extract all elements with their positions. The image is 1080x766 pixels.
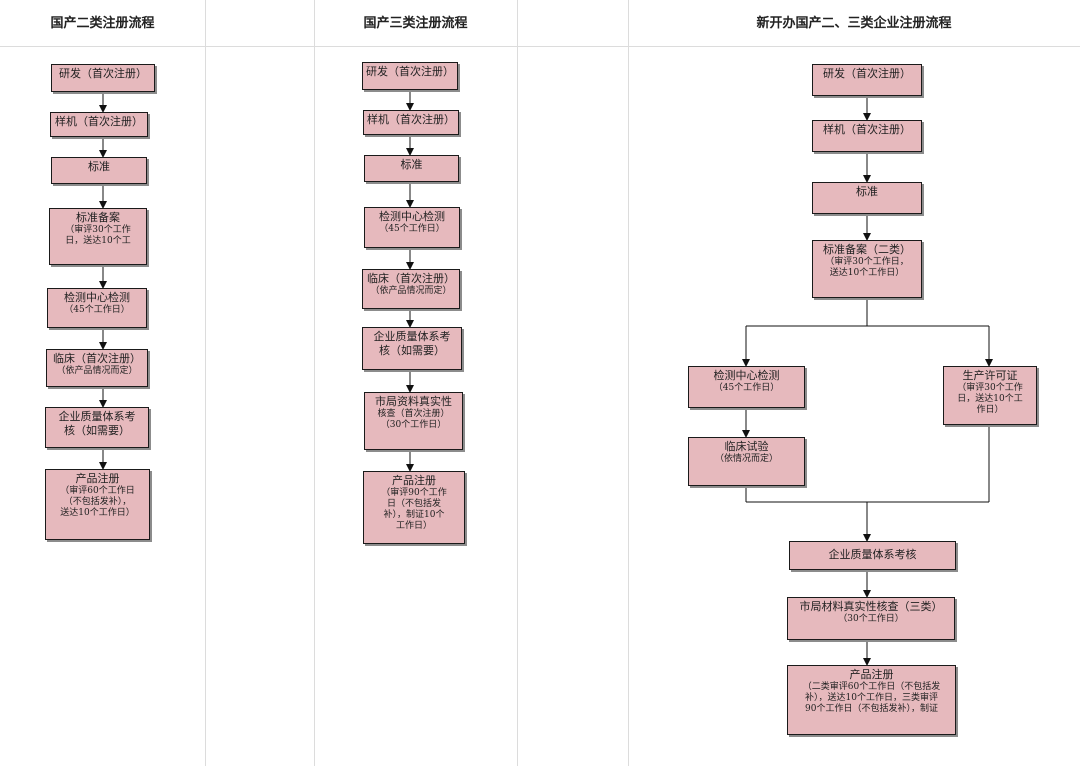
column-divider bbox=[628, 0, 629, 766]
step-title: 研发（首次注册） bbox=[59, 67, 147, 80]
step-title: 生产许可证 bbox=[962, 369, 1018, 382]
step-title: 样机（首次注册） bbox=[823, 123, 911, 136]
step-box: 生产许可证 （审评30个工作 日，送达10个工 作日） bbox=[943, 366, 1037, 425]
step-box: 样机（首次注册） bbox=[50, 112, 148, 137]
step-box: 企业质量体系考 核（如需要） bbox=[362, 327, 462, 370]
step-title: 产品注册 bbox=[849, 668, 894, 681]
step-title: 标准 bbox=[88, 160, 110, 173]
step-title: 临床（首次注册） bbox=[367, 272, 455, 285]
header-divider bbox=[0, 46, 1080, 47]
step-box: 产品注册 （审评60个工作日 （不包括发补）， 送达10个工作日） bbox=[45, 469, 150, 540]
step-title: 标准备案（二类） bbox=[823, 243, 911, 256]
step-detail: （依产品情况而定） bbox=[370, 286, 452, 296]
step-box: 标准备案（二类） （审评30个工作日， 送达10个工作日） bbox=[812, 240, 922, 298]
step-detail: （依情况而定） bbox=[714, 454, 778, 464]
step-title: 样机（首次注册） bbox=[55, 115, 143, 128]
column-divider bbox=[517, 0, 518, 766]
step-detail: （依产品情况而定） bbox=[56, 366, 138, 376]
step-box: 研发（首次注册） bbox=[812, 64, 922, 96]
step-box: 产品注册 （审评90个工作 日（不包括发 补），制证10个 工作日） bbox=[363, 471, 465, 544]
step-detail: （审评90个工作 日（不包括发 补），制证10个 工作日） bbox=[381, 488, 447, 531]
step-title: 临床试验 bbox=[724, 440, 769, 453]
column-divider bbox=[205, 0, 206, 766]
step-box: 产品注册 （二类审评60个工作日（不包括发 补），送达10个工作日，三类审评 9… bbox=[787, 665, 956, 735]
step-detail: 核查（首次注册） （30个工作日） bbox=[377, 409, 450, 430]
step-detail: （二类审评60个工作日（不包括发 补），送达10个工作日，三类审评 90个工作日… bbox=[802, 682, 941, 714]
step-box: 样机（首次注册） bbox=[812, 120, 922, 152]
step-title: 研发（首次注册） bbox=[366, 65, 454, 78]
step-box: 标准 bbox=[51, 157, 147, 184]
column-title-domestic-class2: 国产二类注册流程 bbox=[50, 16, 155, 31]
step-title: 标准备案 bbox=[76, 211, 120, 224]
step-detail: （45个工作日） bbox=[713, 383, 780, 393]
step-title: 产品注册 bbox=[392, 474, 436, 487]
step-detail: （审评60个工作日 （不包括发补）， 送达10个工作日） bbox=[60, 486, 135, 518]
step-box: 临床（首次注册） （依产品情况而定） bbox=[362, 269, 460, 309]
step-title: 标准 bbox=[856, 185, 878, 198]
step-box: 市局材料真实性核查（三类） （30个工作日） bbox=[787, 597, 955, 640]
step-box: 企业质量体系考 核（如需要） bbox=[45, 407, 149, 448]
step-box: 临床（首次注册） （依产品情况而定） bbox=[46, 349, 148, 387]
step-title: 检测中心检测 bbox=[379, 210, 445, 223]
column-title-new-enterprise: 新开办国产二、三类企业注册流程 bbox=[756, 16, 952, 31]
step-title: 研发（首次注册） bbox=[823, 67, 911, 80]
step-box: 研发（首次注册） bbox=[362, 62, 458, 90]
step-title: 市局资料真实性 bbox=[375, 395, 452, 408]
step-detail: （审评30个工作 日，送达10个工 bbox=[65, 225, 131, 246]
column-title-domestic-class3: 国产三类注册流程 bbox=[363, 16, 468, 31]
step-box: 样机（首次注册） bbox=[363, 110, 459, 135]
column-divider bbox=[314, 0, 315, 766]
step-box: 市局资料真实性 核查（首次注册） （30个工作日） bbox=[364, 392, 463, 450]
step-box: 标准 bbox=[364, 155, 459, 182]
step-title: 检测中心检测 bbox=[713, 369, 780, 382]
step-box: 临床试验 （依情况而定） bbox=[688, 437, 805, 486]
step-box: 标准备案 （审评30个工作 日，送达10个工 bbox=[49, 208, 147, 265]
step-title: 标准 bbox=[400, 158, 423, 171]
step-detail: （45个工作日） bbox=[379, 224, 445, 234]
step-box: 检测中心检测 （45个工作日） bbox=[364, 207, 460, 248]
step-title: 企业质量体系考 bbox=[373, 330, 451, 343]
step-box: 检测中心检测 （45个工作日） bbox=[688, 366, 805, 408]
step-title: 样机（首次注册） bbox=[367, 113, 455, 126]
step-detail: （审评30个工作 日，送达10个工 作日） bbox=[957, 383, 1023, 415]
step-detail: （审评30个工作日， 送达10个工作日） bbox=[825, 257, 909, 278]
step-detail: （30个工作日） bbox=[838, 614, 904, 624]
step-title: 临床（首次注册） bbox=[53, 352, 141, 365]
step-box: 研发（首次注册） bbox=[51, 64, 155, 92]
step-detail: （45个工作日） bbox=[64, 305, 130, 315]
step-box: 标准 bbox=[812, 182, 922, 214]
step-title: 市局材料真实性核查（三类） bbox=[799, 600, 943, 613]
step-title: 检测中心检测 bbox=[64, 291, 130, 304]
step-detail: 核（如需要） bbox=[379, 344, 445, 357]
step-detail: 核（如需要） bbox=[64, 424, 130, 437]
step-box: 企业质量体系考核 bbox=[789, 541, 956, 570]
step-title: 产品注册 bbox=[75, 472, 120, 485]
step-title: 企业质量体系考核 bbox=[828, 548, 917, 561]
step-title: 企业质量体系考 bbox=[58, 410, 136, 423]
step-box: 检测中心检测 （45个工作日） bbox=[47, 288, 147, 328]
